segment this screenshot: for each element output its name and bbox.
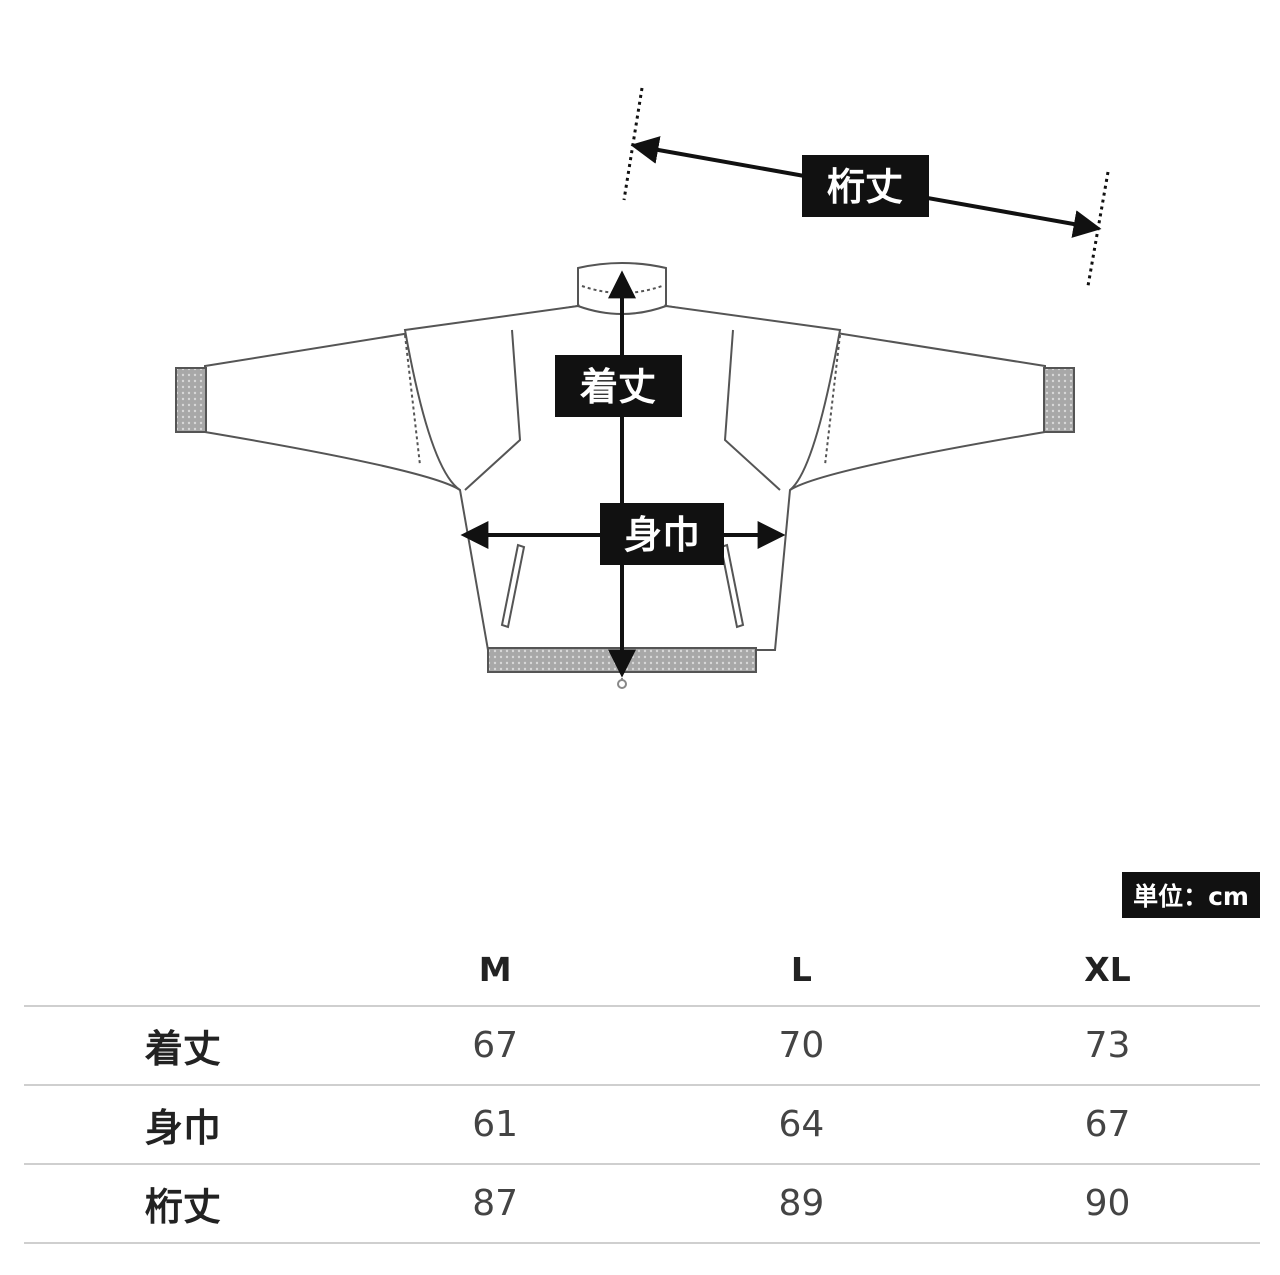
- sleeve-length-label: 桁丈: [827, 165, 903, 209]
- table-cell: 64: [647, 1084, 956, 1164]
- unit-badge: 単位：cm: [1122, 872, 1260, 918]
- table-cell: 61: [342, 1084, 648, 1164]
- column-header-blank: [24, 934, 343, 1006]
- table-cell: 73: [955, 1005, 1260, 1085]
- sleeve-length-measure: 桁丈: [622, 87, 1110, 287]
- row-label: 桁丈: [24, 1163, 343, 1244]
- body-length-label: 着丈: [580, 365, 656, 409]
- body-length-label-bg: [555, 355, 682, 417]
- body-width-label-bg: [600, 503, 724, 565]
- table-cell: 90: [955, 1163, 1260, 1244]
- column-header-m: M: [478, 950, 512, 989]
- table-cell: 89: [647, 1163, 956, 1244]
- jacket-outline: [204, 262, 1046, 689]
- body-width-label: 身巾: [624, 513, 700, 557]
- table-header-row: M L XL: [24, 934, 1260, 1006]
- table-row: 身巾 61 64 67: [24, 1084, 1260, 1164]
- table-cell: 67: [342, 1005, 648, 1085]
- table-cell: 70: [647, 1005, 956, 1085]
- table-row: 桁丈 87 89 90: [24, 1163, 1260, 1244]
- right-cuff-rib: [1043, 367, 1075, 433]
- left-cuff-rib: [175, 367, 207, 433]
- row-label: 着丈: [24, 1005, 343, 1085]
- body-length-measure: 着丈: [555, 270, 682, 678]
- table-row: 着丈 67 70 73: [24, 1005, 1260, 1085]
- column-header-l: L: [790, 950, 812, 989]
- sleeve-length-label-bg: [802, 155, 929, 217]
- table-cell: 87: [342, 1163, 648, 1244]
- body-width-measure: 身巾: [460, 503, 786, 565]
- jacket-measurement-diagram: 桁丈 着丈 身巾: [175, 87, 1110, 689]
- column-header-xl: XL: [1084, 950, 1131, 989]
- table-cell: 67: [955, 1084, 1260, 1164]
- row-label: 身巾: [24, 1084, 343, 1164]
- size-table: M L XL 着丈 67 70 73 身巾 61 64 67 桁丈 87 89 …: [24, 934, 1260, 1244]
